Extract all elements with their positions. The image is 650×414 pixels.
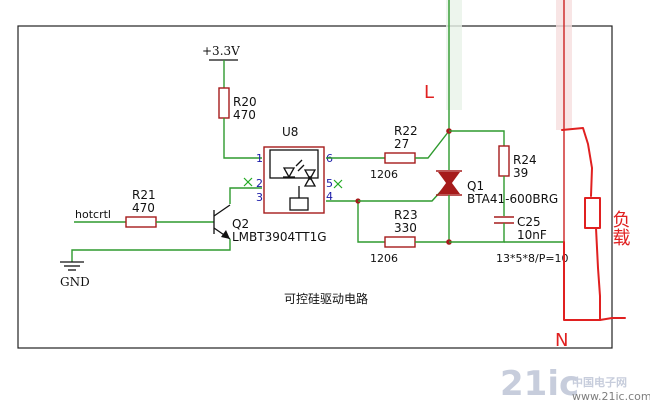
r23-ref: R23 — [394, 208, 418, 222]
hotctrl-net: hotcrtl — [74, 208, 126, 223]
q1-part: BTA41-600BRG — [467, 192, 558, 206]
watermark-cn: 中国电子网 — [572, 375, 627, 389]
vcc-label: +3.3V — [202, 44, 240, 58]
c25-value: 10nF — [517, 228, 547, 242]
c25-ref: C25 — [517, 215, 541, 229]
r24-resistor: R24 39 — [498, 145, 537, 180]
wire-snubber-top — [449, 130, 505, 146]
r20-resistor: R20 470 — [218, 87, 257, 122]
hand-drawn-load: 负载 — [561, 127, 631, 321]
gnd-label: GND — [60, 275, 90, 289]
r21-ref: R21 — [132, 188, 156, 202]
no-connect-pin3 — [243, 177, 253, 187]
c25-capacitor: C25 10nF — [494, 215, 547, 242]
r22-resistor: R22 27 1206 — [370, 124, 418, 181]
watermark: 21ic 中国电子网 www.21ic.com — [500, 364, 650, 404]
r22-value: 27 — [394, 137, 409, 151]
u8-ref: U8 — [282, 125, 298, 139]
u8-pin3: 3 — [256, 191, 263, 204]
q1-triac: Q1 BTA41-600BRG — [436, 131, 558, 242]
diagram-caption: 可控硅驱动电路 — [284, 291, 368, 306]
wire-r22-top-node — [415, 130, 450, 159]
vcc-symbol: +3.3V — [202, 44, 240, 88]
u8-pin5: 5 — [326, 177, 333, 190]
wire-pin4-r23 — [326, 200, 385, 243]
r23-resistor: R23 330 1206 — [370, 208, 418, 265]
neutral-N-label: N — [555, 330, 568, 351]
u8-optocoupler: U8 1 2 3 5 4 6 — [256, 125, 333, 214]
gnd-symbol: GND — [60, 261, 90, 289]
wire-pin2-q2-collector — [229, 187, 262, 204]
sheet-border — [17, 25, 613, 349]
watermark-url: www.21ic.com — [572, 390, 650, 403]
hotctrl-label: hotcrtl — [75, 208, 111, 221]
r20-value: 470 — [233, 108, 256, 122]
ghost-line-left — [446, 0, 462, 110]
r22-ref: R22 — [394, 124, 418, 138]
q1-ref: Q1 — [467, 179, 484, 193]
wire-snubber-bottom — [449, 223, 505, 243]
u8-pin4: 4 — [326, 190, 333, 203]
r24-ref: R24 — [513, 153, 537, 167]
u8-pin1: 1 — [256, 152, 263, 165]
r21-resistor: R21 470 — [125, 188, 157, 228]
wire-gate — [358, 189, 443, 202]
r24-value: 39 — [513, 166, 528, 180]
q2-ref: Q2 — [232, 217, 249, 231]
wire-q2-emitter-gnd — [71, 239, 231, 262]
q2-transistor: Q2 LMBT3904TT1G — [213, 204, 327, 244]
load-label: 负载 — [610, 210, 631, 246]
r23-value: 330 — [394, 221, 417, 235]
u8-pin2: 2 — [256, 177, 263, 190]
r21-value: 470 — [132, 201, 155, 215]
wire-r20-pin1 — [223, 118, 262, 159]
r22-package: 1206 — [370, 168, 398, 181]
no-connect-pin5 — [333, 179, 343, 189]
line-L-label: L — [424, 82, 434, 103]
snubber-note: 13*5*8/P=10 — [496, 252, 569, 265]
watermark-main: 21ic — [500, 364, 579, 404]
r20-ref: R20 — [233, 95, 257, 109]
r23-package: 1206 — [370, 252, 398, 265]
q2-part: LMBT3904TT1G — [232, 230, 327, 244]
